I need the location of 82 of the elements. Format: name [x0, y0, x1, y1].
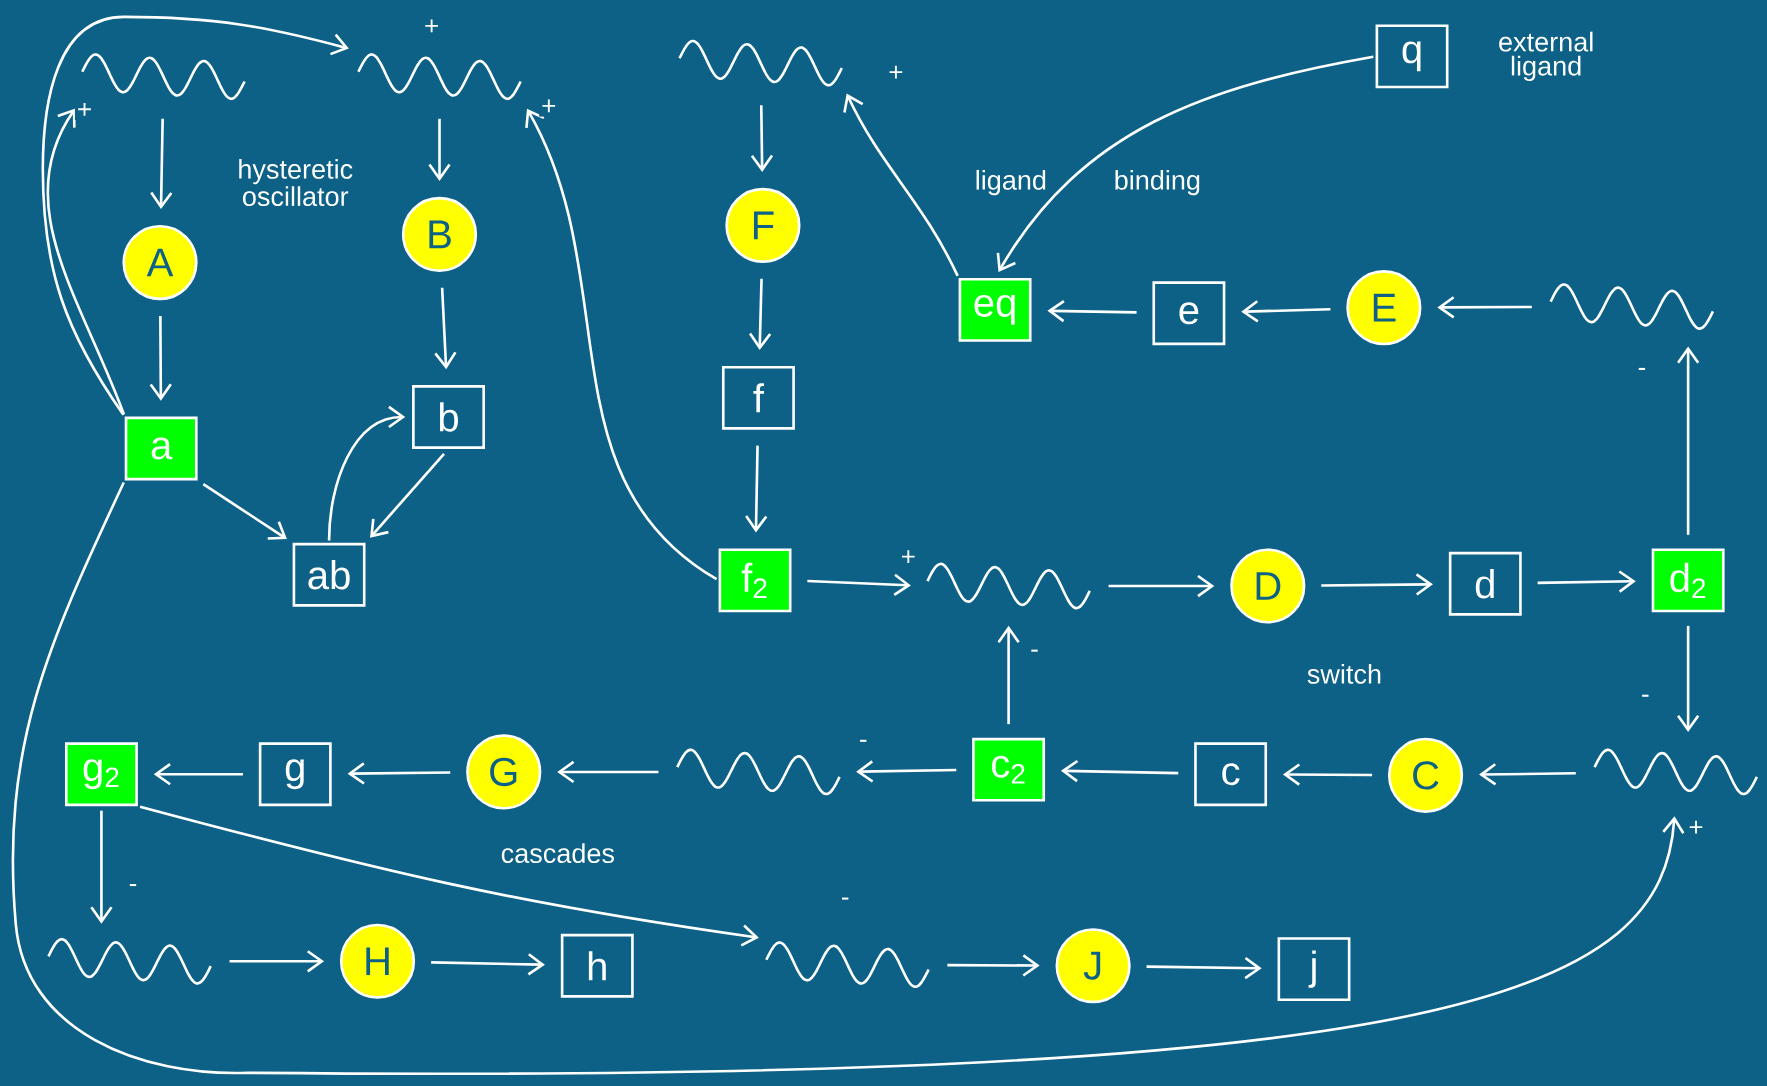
edge-label: -: [860, 739, 867, 742]
arrow: [1537, 570, 1636, 593]
edge-label: +: [901, 550, 915, 563]
species-box: h: [560, 933, 634, 998]
arrow: [434, 287, 457, 370]
edge-label: +: [1689, 820, 1703, 834]
species-box: c: [1194, 742, 1268, 806]
species-box: e: [1152, 281, 1226, 346]
arrow: [750, 105, 774, 172]
arrow: [745, 445, 768, 533]
edge-label: +: [78, 102, 91, 116]
complex-box: a: [124, 416, 198, 481]
arrow: [996, 55, 1374, 272]
species-box: j: [1277, 937, 1351, 1001]
arrow: [1282, 763, 1373, 786]
annotation: cascades: [501, 842, 614, 863]
arrow: [1060, 759, 1179, 783]
arrow: [149, 315, 172, 401]
species-box: d: [1448, 551, 1522, 616]
complex-box: c$_{2}$: [972, 737, 1046, 802]
arrow: [327, 405, 406, 541]
annotation: hysteretic oscillator: [239, 158, 353, 206]
edge-label: -: [1638, 367, 1646, 370]
arrow: [202, 482, 287, 540]
edge-label: +: [425, 19, 438, 33]
complex-box: eq: [958, 277, 1032, 342]
arrow: [748, 278, 772, 350]
arrow: [370, 452, 445, 538]
arrow: [1146, 956, 1262, 980]
arrow: [139, 805, 759, 947]
arrow: [1321, 573, 1433, 596]
arrow: [1677, 625, 1700, 732]
gene-wave: [47, 937, 212, 985]
arrow: [150, 118, 173, 209]
arrow: [90, 810, 113, 924]
annotation: binding: [1115, 169, 1200, 195]
species-box: q: [1375, 24, 1449, 89]
edge-label: +: [889, 65, 903, 79]
arrow: [1437, 296, 1532, 319]
gene-wave: [765, 941, 930, 988]
arrow: [557, 760, 659, 783]
arrow: [153, 762, 243, 786]
arrow: [856, 760, 957, 783]
edge-label: -: [1642, 694, 1649, 697]
arrow: [1047, 299, 1137, 323]
gene-wave: [678, 39, 843, 87]
annotation: ligand: [976, 169, 1046, 195]
arrow: [807, 573, 911, 596]
edge-label: +: [542, 99, 556, 113]
arrow: [11, 481, 1685, 1075]
gene-wave: [357, 53, 522, 100]
arrow: [1108, 574, 1215, 597]
species-box: g: [258, 742, 332, 806]
arrow: [1241, 300, 1331, 323]
gene-wave: [1593, 748, 1759, 796]
complex-box: d$_{2}$: [1651, 548, 1725, 613]
edge-label: -: [129, 883, 137, 886]
gene-wave: [81, 53, 246, 100]
gene-wave: [926, 562, 1091, 610]
arrow: [947, 954, 1040, 977]
species-box: ab: [292, 542, 366, 607]
annotation: switch: [1307, 663, 1381, 684]
arrow: [997, 625, 1020, 724]
edge-label: -: [842, 897, 849, 900]
arrow: [229, 949, 325, 973]
arrow: [41, 15, 349, 416]
species-box: b: [412, 384, 485, 449]
arrow: [1677, 346, 1700, 535]
complex-box: g$_{2}$: [64, 742, 138, 806]
gene-wave: [1549, 283, 1715, 330]
arrow: [1479, 763, 1576, 786]
gene-wave: [676, 748, 841, 796]
complex-box: f$_{2}$: [718, 548, 792, 613]
arrow: [525, 108, 718, 581]
node-caption: external ligand: [1499, 31, 1593, 81]
arrow: [843, 93, 959, 277]
arrow: [428, 118, 451, 181]
species-box: f: [721, 365, 795, 430]
arrow: [347, 762, 451, 785]
arrow: [430, 953, 545, 976]
arrow: [46, 108, 126, 415]
edge-label: -: [1031, 649, 1038, 652]
